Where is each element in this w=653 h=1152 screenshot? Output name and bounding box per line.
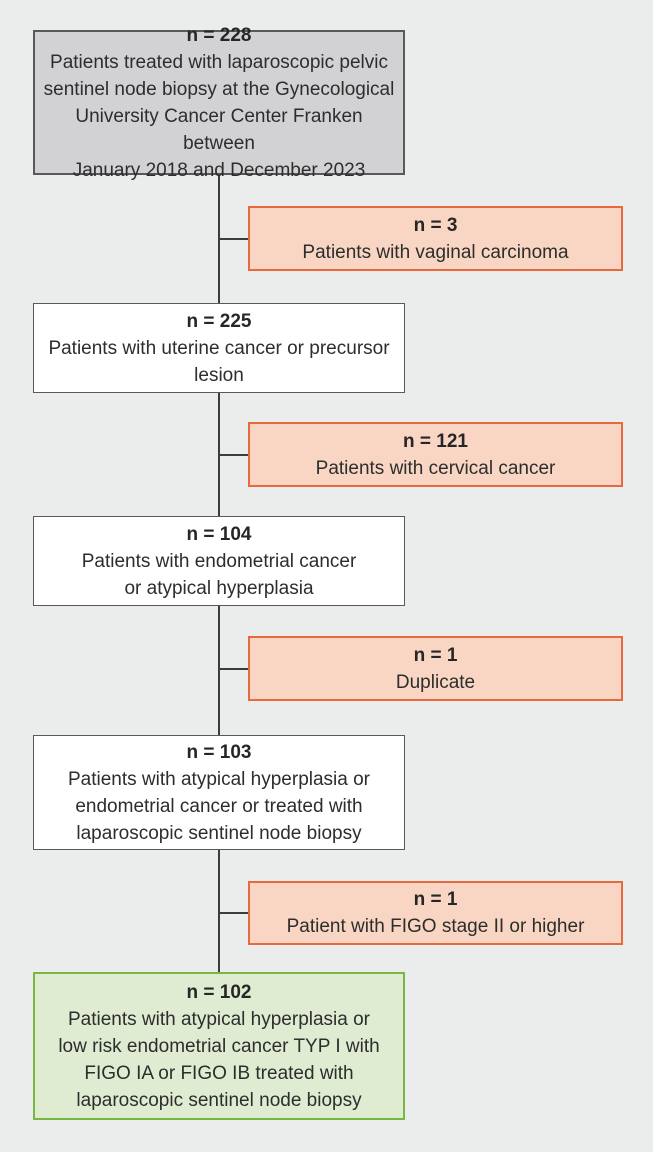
box-hyperplasia-or-endometrial-cohort: n = 103 Patients with atypical hyperplas… bbox=[33, 735, 405, 850]
count-label: n = 104 bbox=[186, 523, 252, 545]
branch-connector-line bbox=[219, 668, 249, 670]
box-excluded-figo-stage-ii: n = 1 Patient with FIGO stage II or high… bbox=[248, 881, 623, 945]
branch-connector-line bbox=[219, 238, 249, 240]
count-label: n = 103 bbox=[186, 741, 252, 763]
box-description: Patients with atypical hyperplasia or lo… bbox=[58, 1008, 380, 1111]
count-label: n = 121 bbox=[403, 430, 468, 452]
box-initial-cohort: n = 228 Patients treated with laparoscop… bbox=[33, 25, 405, 181]
box-final-study-population: n = 102 Patients with atypical hyperplas… bbox=[33, 972, 405, 1120]
branch-connector-line bbox=[219, 912, 249, 914]
box-excluded-cervical-cancer: n = 121 Patients with cervical cancer bbox=[248, 422, 623, 487]
count-label: n = 1 bbox=[413, 644, 458, 666]
count-label: n = 3 bbox=[413, 214, 458, 236]
box-description: Patients with cervical cancer bbox=[315, 457, 556, 479]
box-description: Patients with vaginal carcinoma bbox=[302, 241, 569, 263]
count-label: n = 225 bbox=[186, 310, 252, 332]
count-label: n = 228 bbox=[186, 24, 252, 46]
box-endometrial-cancer-cohort: n = 104 Patients with endometrial cancer… bbox=[33, 516, 405, 606]
box-description: Patient with FIGO stage II or higher bbox=[286, 916, 585, 937]
box-excluded-duplicate: n = 1 Duplicate bbox=[248, 636, 623, 701]
box-uterine-cancer-cohort: n = 225 Patients with uterine cancer or … bbox=[33, 303, 405, 393]
box-description: Patients treated with laparoscopic pelvi… bbox=[43, 51, 395, 181]
box-description: Patients with endometrial cancer or atyp… bbox=[81, 550, 357, 599]
box-description: Patients with atypical hyperplasia or en… bbox=[67, 768, 371, 844]
box-description: Patients with uterine cancer or precurso… bbox=[48, 337, 390, 386]
count-label: n = 102 bbox=[186, 981, 252, 1003]
box-description: Duplicate bbox=[395, 671, 476, 693]
box-excluded-vaginal-carcinoma: n = 3 Patients with vaginal carcinoma bbox=[248, 206, 623, 271]
branch-connector-line bbox=[219, 454, 249, 456]
count-label: n = 1 bbox=[413, 889, 458, 910]
